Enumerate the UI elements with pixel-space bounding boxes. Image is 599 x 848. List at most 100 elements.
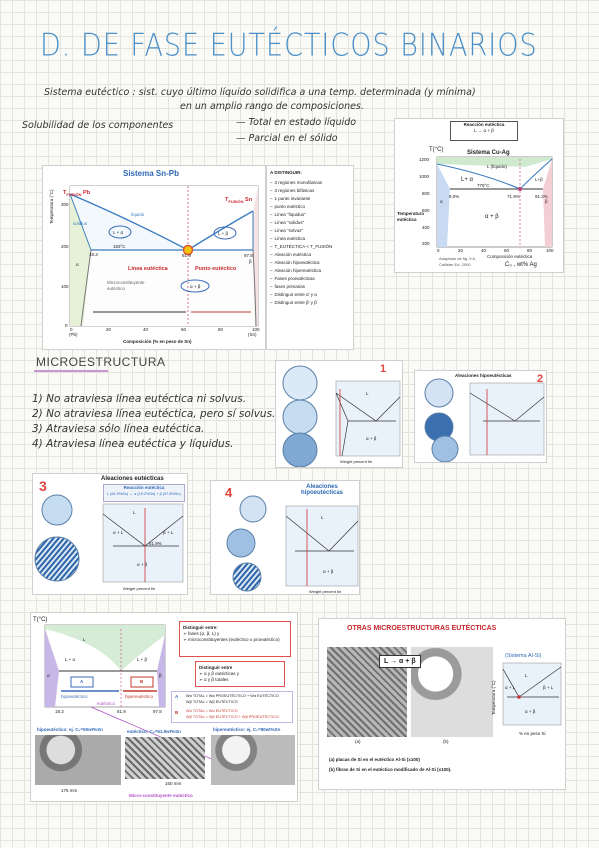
- bl-l: L: [83, 637, 86, 642]
- bl-beta-region: [157, 635, 165, 707]
- legend-dash: –: [270, 260, 273, 265]
- legend-item-text: Línea "líquidus": [274, 212, 306, 217]
- cuag-alpha-beta: α + β: [485, 214, 499, 220]
- p3-reaction-box: Reacción eutéctica L (61.9%Sn) → α (19.2…: [103, 484, 185, 502]
- legend-item-text: 1 punto invariante: [274, 196, 311, 201]
- snpb-l-alpha: L + α: [113, 230, 124, 235]
- cuag-ca: 8.0%: [449, 194, 460, 199]
- legend-item: –Aleación hipereutéctica: [270, 267, 350, 275]
- cuag-xtick-40: 40: [481, 248, 487, 253]
- br-ylabel: Temperatura (°C): [491, 680, 496, 715]
- bl-scale-1: 175 mm: [61, 788, 78, 793]
- liquidus-line: [69, 193, 254, 251]
- legend-item-text: Fases proeutécticas: [274, 276, 315, 281]
- solubility-parcial-text: Parcial en el sólido: [248, 133, 338, 144]
- br-reaction: L → α + β: [379, 655, 421, 668]
- p3-bl: β + L: [163, 530, 174, 535]
- p3-plot: [102, 503, 184, 583]
- cuag-l-beta: L+β: [535, 177, 543, 182]
- legend-item-text: T_EUTÉCTICA < T_FUSIÓN: [274, 244, 333, 249]
- cuag-eutectic-point: [518, 187, 522, 191]
- cuag-l-alpha: L+ α: [461, 177, 473, 183]
- bl-formula-b2: Wβ TOTAL = Wβ EUTÉCTICO + Wβ PROEUTÉCTIC…: [186, 715, 279, 719]
- snpb-ytick-300: 300: [61, 202, 69, 207]
- p1-circle-3: [282, 432, 318, 467]
- snpb-sn-label: (Sn): [248, 332, 257, 337]
- cuag-liquid-region: [437, 157, 552, 167]
- bl-comp-b: 97.8: [153, 709, 162, 714]
- panel-3-svg: [34, 494, 184, 583]
- snpb-alpha: α: [76, 262, 79, 267]
- bl-dist2-1-text: α y β eutécticas y: [204, 671, 239, 676]
- cuag-ylabel: Temperatura eutéctica: [397, 211, 424, 222]
- cuag-ytick-800: 800: [422, 191, 430, 196]
- bl-dist2-1: ➢ α y β eutécticas y: [199, 671, 239, 676]
- micro-item-3: 3) Atraviesa sólo línea eutéctica.: [32, 423, 205, 435]
- cuag-t-label: T(°C): [429, 147, 444, 153]
- cuag-reaction: L → α + β: [474, 128, 494, 133]
- legend-header: A DISTINGUIR:: [270, 170, 302, 175]
- solubility-total-text: Total en estado líquido: [248, 117, 357, 128]
- liquid-region: [70, 186, 258, 250]
- bl-al: L + α: [65, 657, 76, 662]
- legend-item: –Línea "solidus": [270, 219, 350, 227]
- cuag-reaction-title: Reacción eutéctica: [463, 122, 505, 127]
- bl-dist2-2-text: α y β totales: [204, 677, 229, 682]
- bl-beta: β: [159, 673, 162, 678]
- snpb-xlabel: Composición (% en peso de Sn): [123, 339, 192, 344]
- distinguish-legend: A DISTINGUIR: –3 regiones monofásicas–3 …: [266, 165, 354, 350]
- br-cap-a: (a): [355, 739, 361, 744]
- micrograph-eut: [125, 737, 205, 779]
- panel-4: Aleaciones hipoeutécticas 4 L α + β Weig…: [210, 480, 360, 595]
- microstructure-title: MICROESTRUCTURA: [36, 355, 166, 369]
- br-micrograph-b: [411, 647, 493, 737]
- p4-weight: Weight percent tin: [309, 589, 342, 594]
- beta-region: [253, 186, 258, 326]
- bl-box-b-label: B: [140, 679, 144, 684]
- solvus-alpha: [80, 249, 92, 327]
- eutectic-point: [182, 244, 194, 256]
- panel-2-title: Aleaciones hipoeutécticas: [455, 373, 512, 378]
- br-svg: [502, 662, 562, 726]
- cuag-temp-eut: 779°C: [477, 183, 490, 188]
- snpb-eutectic-line-label: Línea eutéctica: [128, 266, 168, 272]
- snpb-l-beta: L + β: [218, 231, 229, 236]
- bl-formula-b1: Wα TOTAL = Wα EUTÉCTICO: [186, 709, 238, 713]
- bl-svg: [44, 624, 222, 764]
- p3-reaction-title: Reacción eutéctica: [123, 485, 165, 490]
- legend-dash: –: [270, 268, 273, 273]
- legend-item: –Distinguir entre α' y α: [270, 291, 350, 299]
- legend-item-text: Línea eutéctica: [274, 236, 306, 241]
- bl-comp-e: 61.9: [117, 709, 126, 714]
- p3-al: α + L: [113, 530, 124, 535]
- t-fusion-pb-el: Pb: [83, 190, 91, 196]
- panel-4-title: Aleaciones hipoeutécticas: [300, 484, 343, 496]
- microstructure-list: 1) No atraviesa línea eutéctica ni solvu…: [32, 392, 275, 452]
- bl-micro-label: Micro-constituyente eutéctico: [129, 793, 193, 798]
- cuag-xunit: C₀ , wt% Ag: [505, 262, 537, 268]
- legend-dash: –: [270, 188, 273, 193]
- snpb-title: Sistema Sn-Pb: [123, 169, 180, 178]
- legend-item-text: punto eutéctico: [274, 204, 306, 209]
- t-fusion-sn-sub: FUSIÓN: [228, 199, 244, 205]
- p3-e-comp: 61.9%: [149, 541, 162, 546]
- cuag-ytick-1200: 1200: [419, 157, 430, 162]
- snpb-diagram-card: Sistema Sn-Pb TFUSIÓN Pb TFUSIÓN Sn líqu…: [42, 165, 266, 350]
- snpb-comp-b: 97.8: [244, 253, 253, 258]
- bl-formula-a-tag: A: [175, 694, 179, 699]
- snpb-microconst: Microconstituyente eutéctico: [107, 280, 145, 291]
- legend-item: –Fases proeutécticas: [270, 275, 350, 283]
- cuag-svg: [436, 156, 553, 248]
- legend-dash: –: [270, 212, 273, 217]
- cuag-alpha-region: [437, 164, 450, 247]
- p2-plot: [469, 382, 545, 456]
- p4-circle-3: [232, 562, 262, 592]
- br-xlabel: % en peso Si: [519, 731, 546, 736]
- cuag-xtick-60: 60: [504, 248, 510, 253]
- bl-hyper: hipereutéctico: [125, 694, 154, 699]
- cuag-xtick-20: 20: [458, 248, 464, 253]
- cuag-beta: β: [545, 199, 548, 204]
- cuag-xlabel: Composición eutéctica: [487, 254, 533, 259]
- legend-item: –Aleación hipoeutéctica: [270, 259, 350, 267]
